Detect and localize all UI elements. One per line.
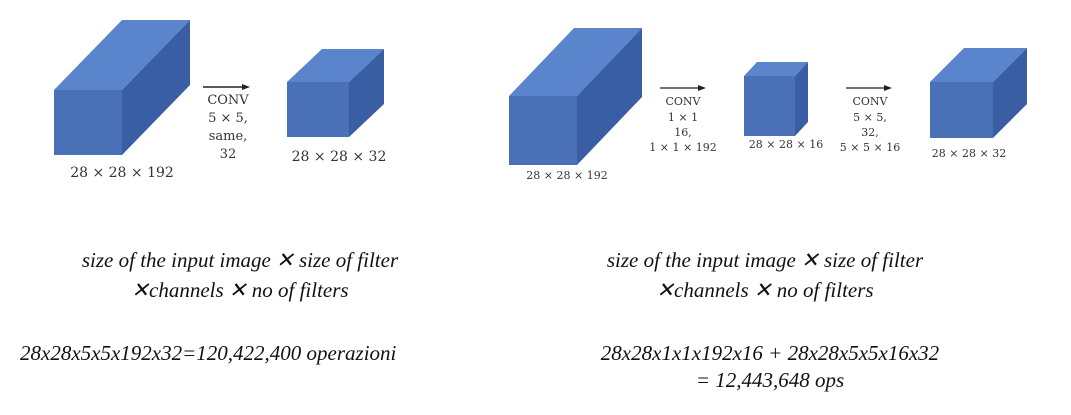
left-output-cube [287,49,384,137]
left-arrow-icon [203,84,250,90]
right-input-label: 28 × 28 × 192 [526,169,607,182]
right-input-cube [509,28,642,165]
left-formula-line-1: size of the input image ✕ size of filter [81,248,399,272]
left-formula-line-2: ✕channels ✕ no of filters [131,278,349,302]
right-conv2-line-1: CONV [852,95,888,108]
right-conv2-line-2: 5 × 5, [853,111,887,124]
left-ops-line-1: 28x28x5x5x192x32=120,422,400 operazioni [20,341,397,365]
left-ops: 28x28x5x5x192x32=120,422,400 operazioni [20,340,480,367]
right-conv1-line-4: 1 × 1 × 192 [649,141,716,154]
right-formula-line-1: size of the input image ✕ size of filter [606,248,924,272]
right-arrow-2-icon [846,85,892,91]
right-formula: size of the input image ✕ size of filter… [555,245,975,305]
left-input-cube [54,20,190,155]
left-output-label: 28 × 28 × 32 [292,149,387,165]
inception-diagram: 28 × 28 × 192 CONV 5 × 5, same, 32 28 × … [54,20,1027,182]
left-conv-line-3: same, [209,129,248,144]
right-middle-cube [744,62,808,136]
right-formula-line-2: ✕channels ✕ no of filters [656,278,874,302]
left-conv-line-4: 32 [220,147,237,162]
right-conv1-line-3: 16, [674,126,692,139]
right-conv1-line-1: CONV [665,95,701,108]
right-ops: 28x28x1x1x192x16 + 28x28x5x5x16x32 = 12,… [560,340,980,394]
left-conv-line-2: 5 × 5, [208,111,248,126]
right-ops-line-1: 28x28x1x1x192x16 + 28x28x5x5x16x32 [600,341,940,365]
right-conv2-line-3: 32, [861,126,879,139]
right-ops-line-2: = 12,443,648 ops [695,368,845,392]
left-input-label: 28 × 28 × 192 [70,165,174,181]
left-formula: size of the input image ✕ size of filter… [30,245,450,305]
right-middle-label: 28 × 28 × 16 [749,138,823,151]
left-conv-line-1: CONV [207,93,249,108]
right-output-label: 28 × 28 × 32 [932,147,1006,160]
right-output-cube [930,48,1027,138]
right-arrow-1-icon [660,85,706,91]
right-conv2-line-4: 5 × 5 × 16 [840,141,900,154]
right-conv1-line-2: 1 × 1 [668,111,698,124]
